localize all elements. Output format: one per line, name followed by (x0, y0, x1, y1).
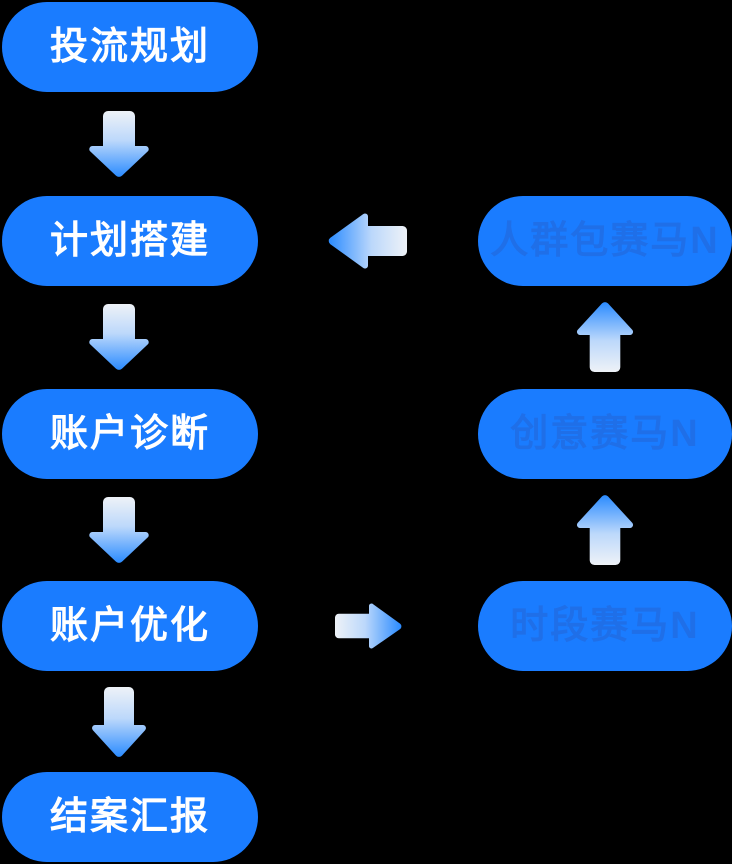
flow-node-account-diagnosis[interactable]: 账户诊断 (2, 389, 258, 479)
flow-node-label: 创意赛马N (510, 413, 700, 455)
flow-node-creative-race[interactable]: 创意赛马N (478, 389, 732, 479)
arrow-down-icon (84, 494, 154, 566)
flow-node-label: 人群包赛马N (490, 220, 720, 262)
flow-node-account-optimization[interactable]: 账户优化 (2, 581, 258, 671)
arrow-right-icon (332, 602, 404, 650)
flow-node-label: 账户优化 (49, 605, 210, 647)
flow-node-label: 时段赛马N (510, 605, 700, 647)
flow-node-audience-package-race[interactable]: 人群包赛马N (478, 196, 732, 286)
flow-node-label: 账户诊断 (49, 413, 210, 455)
flow-node-time-slot-race[interactable]: 时段赛马N (478, 581, 732, 671)
flow-node-label: 结案汇报 (49, 796, 210, 838)
arrow-up-icon (572, 299, 638, 375)
arrow-down-icon (88, 684, 150, 760)
arrow-left-icon (326, 211, 410, 271)
flow-node-label: 投流规划 (49, 26, 210, 68)
flow-node-plan-setup[interactable]: 计划搭建 (2, 196, 258, 286)
arrow-down-icon (84, 301, 154, 373)
flow-node-label: 计划搭建 (49, 220, 210, 262)
arrow-up-icon (572, 492, 638, 568)
flow-node-closing-report[interactable]: 结案汇报 (2, 772, 258, 862)
flow-node-investment-planning[interactable]: 投流规划 (2, 2, 258, 92)
arrow-down-icon (84, 108, 154, 180)
